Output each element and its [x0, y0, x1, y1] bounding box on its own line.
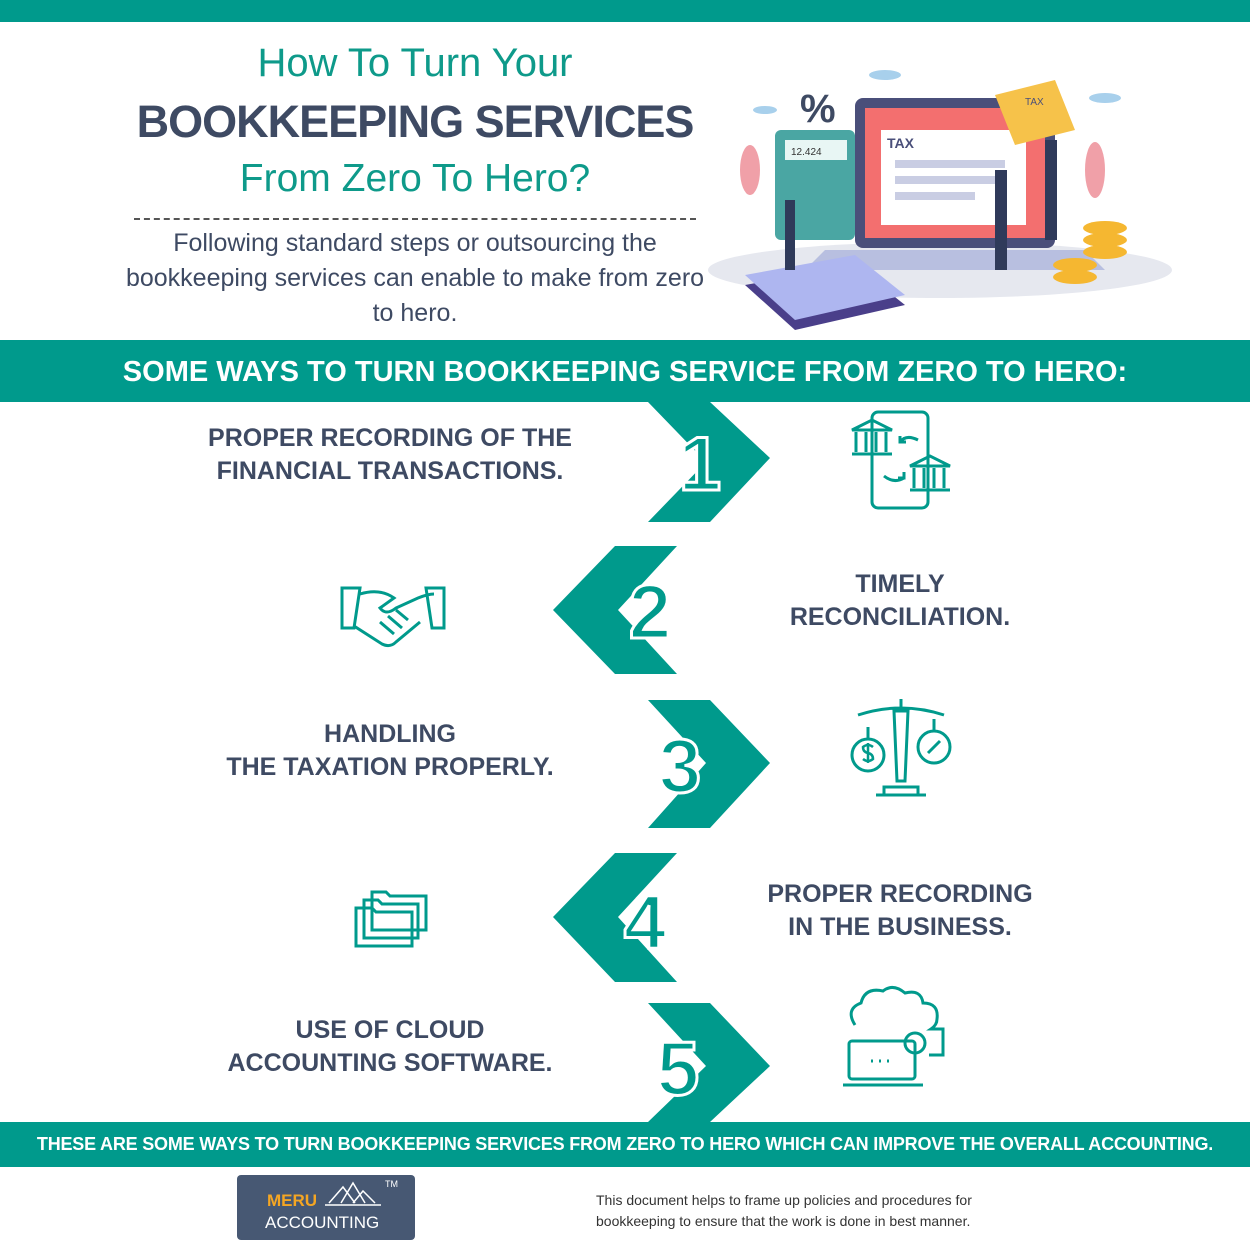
- folders-icon: [354, 890, 428, 948]
- section-banner: SOME WAYS TO TURN BOOKKEEPING SERVICE FR…: [0, 340, 1250, 402]
- chevron-4: 4: [553, 853, 677, 982]
- tax-scale-icon: [850, 699, 952, 797]
- chevron-5: 5: [648, 1003, 770, 1122]
- step-number-3: 3: [659, 724, 701, 809]
- mountain-logo-icon: [325, 1181, 381, 1206]
- subtitle: Following standard steps or outsourcing …: [125, 229, 705, 327]
- logo-word-1: MERU: [267, 1191, 318, 1210]
- title-line-2: BOOKKEEPING SERVICES: [136, 96, 695, 147]
- step-number-2: 2: [629, 570, 671, 655]
- chevron-3: 3: [648, 700, 770, 828]
- handshake-icon: [340, 586, 446, 648]
- bookkeeping-illustration: TAX 12.424 % TAX: [708, 70, 1172, 330]
- top-bar: [0, 0, 1250, 22]
- cloud-laptop-icon: [843, 986, 945, 1087]
- meru-accounting-logo: MERU TM ACCOUNTING: [237, 1175, 415, 1240]
- step-number-1: 1: [679, 422, 721, 507]
- title-line-3: From Zero To Hero?: [239, 157, 591, 200]
- tax-label: TAX: [887, 135, 915, 151]
- bank-transfer-icon: [851, 410, 951, 510]
- calculator-display: 12.424: [791, 147, 822, 158]
- footer-banner: THESE ARE SOME WAYS TO TURN BOOKKEEPING …: [0, 1122, 1250, 1167]
- logo-tm: TM: [385, 1179, 398, 1189]
- envelope-tax-label: TAX: [1025, 97, 1044, 108]
- footer-note: This document helps to frame up policies…: [596, 1192, 972, 1229]
- step-number-4: 4: [624, 880, 666, 965]
- logo-word-2: ACCOUNTING: [265, 1213, 380, 1232]
- chevron-1: 1: [648, 402, 770, 522]
- title-line-1: How To Turn Your: [257, 41, 573, 85]
- divider: [134, 218, 696, 220]
- step-number-5: 5: [657, 1027, 699, 1112]
- chevron-2: 2: [553, 546, 677, 674]
- percent-sign: %: [800, 87, 836, 131]
